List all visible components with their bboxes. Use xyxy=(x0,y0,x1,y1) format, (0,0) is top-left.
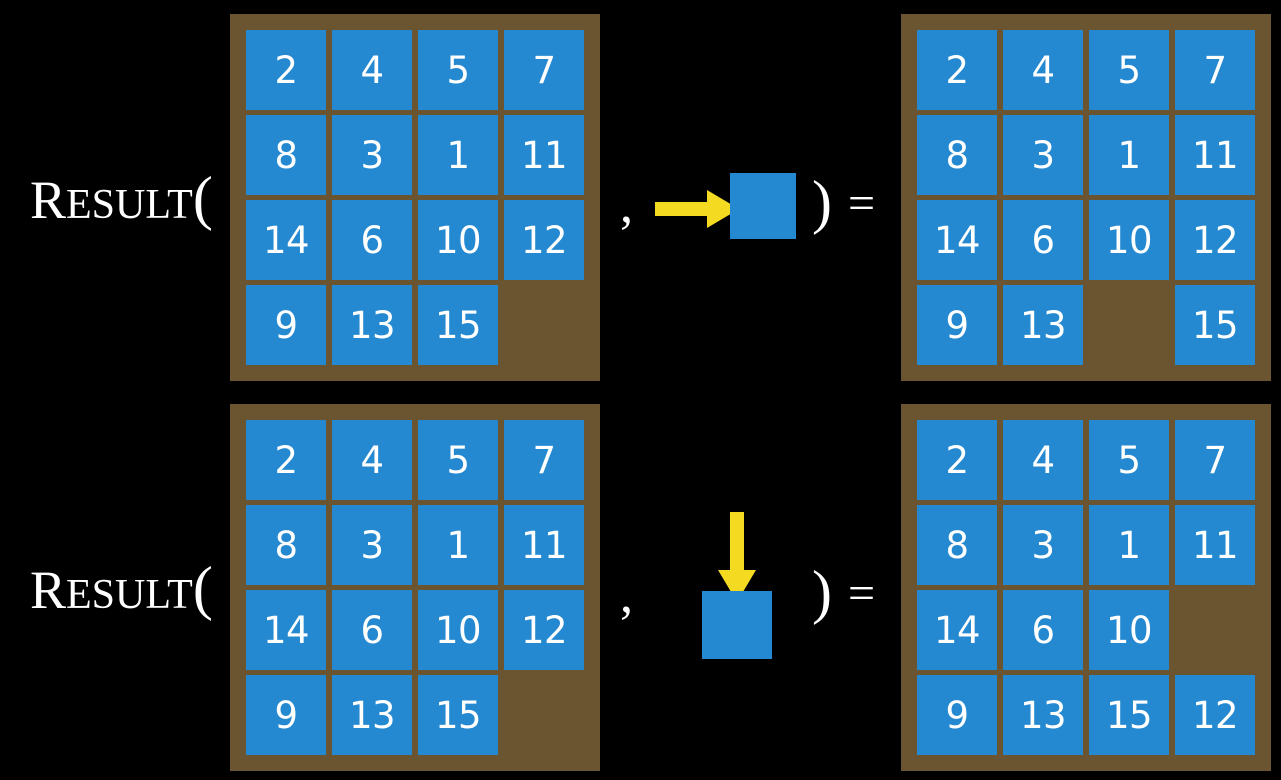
tile[interactable]: 11 xyxy=(504,505,584,585)
tile[interactable]: 15 xyxy=(418,285,498,365)
tile[interactable]: 5 xyxy=(418,420,498,500)
tile[interactable]: 14 xyxy=(246,200,326,280)
tile[interactable]: 6 xyxy=(332,200,412,280)
empty-slot xyxy=(504,675,584,755)
tile[interactable]: 8 xyxy=(917,505,997,585)
tile[interactable]: 3 xyxy=(332,115,412,195)
empty-slot xyxy=(1175,590,1255,670)
tile[interactable]: 13 xyxy=(1003,285,1083,365)
tile[interactable]: 2 xyxy=(246,420,326,500)
tile[interactable]: 1 xyxy=(418,115,498,195)
tile[interactable]: 3 xyxy=(332,505,412,585)
tile[interactable]: 10 xyxy=(418,200,498,280)
result-label-bottom: RESULT( xyxy=(30,558,213,618)
tile[interactable]: 15 xyxy=(418,675,498,755)
comma-separator-top: , xyxy=(620,177,633,234)
tile[interactable]: 1 xyxy=(1089,505,1169,585)
tile[interactable]: 9 xyxy=(917,285,997,365)
output-board-bottom-grid: 2 4 5 7 8 3 1 11 14 6 10 9 13 15 12 xyxy=(917,420,1255,755)
tile[interactable]: 15 xyxy=(1175,285,1255,365)
empty-slot xyxy=(504,285,584,365)
tile[interactable]: 8 xyxy=(246,115,326,195)
equals-sign-bottom: = xyxy=(848,567,876,620)
input-board-top-grid: 2 4 5 7 8 3 1 11 14 6 10 12 9 13 15 xyxy=(246,30,584,365)
tile[interactable]: 4 xyxy=(1003,30,1083,110)
tile[interactable]: 13 xyxy=(332,285,412,365)
tile[interactable]: 2 xyxy=(246,30,326,110)
input-board-top[interactable]: 2 4 5 7 8 3 1 11 14 6 10 12 9 13 15 xyxy=(230,14,600,381)
output-board-top[interactable]: 2 4 5 7 8 3 1 11 14 6 10 12 9 13 15 xyxy=(901,14,1271,381)
input-board-bottom[interactable]: 2 4 5 7 8 3 1 11 14 6 10 12 9 13 15 xyxy=(230,404,600,771)
tile[interactable]: 12 xyxy=(504,590,584,670)
tile[interactable]: 4 xyxy=(332,30,412,110)
arrow-right-icon xyxy=(655,190,739,228)
tile[interactable]: 2 xyxy=(917,420,997,500)
result-open-paren-top: ( xyxy=(192,165,213,231)
result-label-top: RESULT( xyxy=(30,168,213,228)
result-rest-top: ESULT xyxy=(66,182,193,228)
tile[interactable]: 9 xyxy=(246,675,326,755)
tile[interactable]: 13 xyxy=(1003,675,1083,755)
action-tile-bottom[interactable] xyxy=(702,591,772,659)
tile[interactable]: 12 xyxy=(1175,675,1255,755)
close-paren-bottom: ) xyxy=(812,559,832,625)
tile[interactable]: 11 xyxy=(1175,505,1255,585)
tile[interactable]: 4 xyxy=(1003,420,1083,500)
tile[interactable]: 10 xyxy=(1089,590,1169,670)
result-rest-bottom: ESULT xyxy=(66,572,193,618)
tile[interactable]: 1 xyxy=(1089,115,1169,195)
tile[interactable]: 14 xyxy=(917,590,997,670)
tile[interactable]: 11 xyxy=(504,115,584,195)
tile[interactable]: 4 xyxy=(332,420,412,500)
tile[interactable]: 3 xyxy=(1003,505,1083,585)
arrow-down-icon xyxy=(718,512,756,602)
tile[interactable]: 12 xyxy=(504,200,584,280)
tile[interactable]: 14 xyxy=(246,590,326,670)
tile[interactable]: 10 xyxy=(1089,200,1169,280)
input-board-bottom-grid: 2 4 5 7 8 3 1 11 14 6 10 12 9 13 15 xyxy=(246,420,584,755)
tile[interactable]: 6 xyxy=(1003,200,1083,280)
tile[interactable]: 2 xyxy=(917,30,997,110)
tile[interactable]: 5 xyxy=(1089,30,1169,110)
tile[interactable]: 6 xyxy=(1003,590,1083,670)
tile[interactable]: 1 xyxy=(418,505,498,585)
tile[interactable]: 11 xyxy=(1175,115,1255,195)
tile[interactable]: 7 xyxy=(504,30,584,110)
tile[interactable]: 5 xyxy=(418,30,498,110)
empty-slot xyxy=(1089,285,1169,365)
tile[interactable]: 15 xyxy=(1089,675,1169,755)
tile[interactable]: 9 xyxy=(246,285,326,365)
tile[interactable]: 7 xyxy=(1175,30,1255,110)
tile[interactable]: 10 xyxy=(418,590,498,670)
tile[interactable]: 13 xyxy=(332,675,412,755)
tile[interactable]: 7 xyxy=(504,420,584,500)
tile[interactable]: 8 xyxy=(246,505,326,585)
tile[interactable]: 8 xyxy=(917,115,997,195)
output-board-bottom[interactable]: 2 4 5 7 8 3 1 11 14 6 10 9 13 15 12 xyxy=(901,404,1271,771)
tile[interactable]: 9 xyxy=(917,675,997,755)
result-initial-top: R xyxy=(30,170,67,230)
tile[interactable]: 12 xyxy=(1175,200,1255,280)
close-paren-top: ) xyxy=(812,169,832,235)
result-initial-bottom: R xyxy=(30,560,67,620)
tile[interactable]: 7 xyxy=(1175,420,1255,500)
tile[interactable]: 5 xyxy=(1089,420,1169,500)
result-open-paren-bottom: ( xyxy=(192,555,213,621)
action-tile-top[interactable] xyxy=(730,173,796,239)
tile[interactable]: 3 xyxy=(1003,115,1083,195)
tile[interactable]: 6 xyxy=(332,590,412,670)
tile[interactable]: 14 xyxy=(917,200,997,280)
comma-separator-bottom: , xyxy=(620,567,633,624)
output-board-top-grid: 2 4 5 7 8 3 1 11 14 6 10 12 9 13 15 xyxy=(917,30,1255,365)
equals-sign-top: = xyxy=(848,177,876,230)
